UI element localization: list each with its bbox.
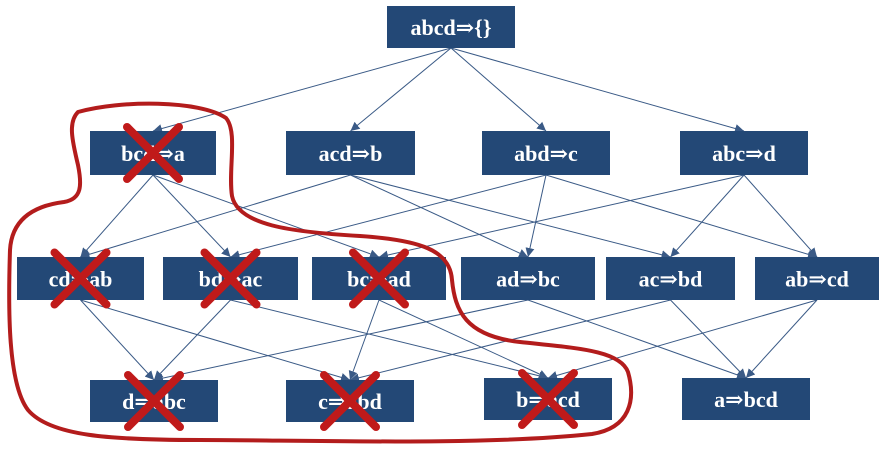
rule-node-n7: bc⇒ad	[312, 257, 446, 300]
edge-n2-n9	[350, 174, 671, 260]
edge-n0-n4	[450, 47, 745, 133]
rule-node-label: abc⇒d	[712, 141, 776, 166]
edge-n10-n13	[547, 299, 818, 380]
crosses-layer	[50, 123, 578, 431]
rule-node-box	[482, 131, 610, 175]
rule-node-n14: a⇒bcd	[682, 378, 810, 420]
edge-n9-n14	[670, 299, 747, 379]
edge-n1-n5	[80, 174, 154, 258]
rule-node-box	[755, 257, 879, 300]
edge-n3-n10	[545, 174, 818, 259]
edge-n4-n9	[670, 174, 745, 258]
rule-node-label: abd⇒c	[514, 141, 578, 166]
edge-n5-n11	[80, 299, 155, 381]
edge-n10-n14	[745, 299, 818, 379]
pruned-cross-mark	[518, 369, 578, 429]
edge-n7-n12	[348, 299, 380, 381]
edge-n8-n11	[153, 299, 529, 383]
edge-n8-n14	[527, 299, 747, 380]
edge-n4-n10	[743, 174, 818, 258]
rule-node-label: ab⇒cd	[785, 267, 849, 292]
pruned-region-outline	[7, 101, 633, 444]
rule-node-label: a⇒bcd	[714, 387, 778, 412]
rule-node-box	[387, 6, 515, 48]
edge-n7-n13	[378, 299, 549, 379]
edge-n1-n6	[152, 174, 231, 258]
rule-node-box	[680, 131, 808, 175]
pruned-cross-mark	[50, 248, 111, 309]
edge-n0-n3	[450, 47, 547, 132]
nodes-layer: abcd⇒{}bcd⇒aacd⇒babd⇒cabc⇒dcd⇒abbd⇒acbc⇒…	[17, 6, 879, 422]
rule-node-label: ad⇒bc	[496, 267, 560, 292]
rule-node-label: ac⇒bd	[639, 267, 703, 292]
rule-node-n10: ab⇒cd	[755, 257, 879, 300]
edge-n1-n7	[152, 174, 380, 259]
rule-node-n4: abc⇒d	[680, 131, 808, 175]
edge-n4-n7	[378, 174, 745, 260]
edge-n0-n1	[152, 47, 452, 133]
pruned-cross-mark	[123, 123, 183, 183]
rule-node-label: acd⇒b	[319, 141, 383, 166]
rule-node-n2: acd⇒b	[286, 131, 415, 175]
edge-n6-n13	[230, 299, 549, 381]
edge-n5-n12	[80, 299, 351, 382]
edges-layer	[80, 47, 818, 383]
rule-node-n3: abd⇒c	[482, 131, 610, 175]
pruned-cross-mark	[320, 371, 380, 431]
rule-node-box	[286, 131, 415, 175]
rule-node-box	[682, 378, 810, 420]
edge-n3-n6	[230, 174, 547, 260]
rule-node-n0: abcd⇒{}	[387, 6, 515, 48]
edge-n2-n5	[80, 174, 351, 259]
rule-node-n8: ad⇒bc	[461, 257, 595, 300]
edge-n2-n8	[350, 174, 529, 258]
pruned-cross-mark	[124, 371, 184, 431]
rule-node-n9: ac⇒bd	[606, 257, 735, 300]
edge-n0-n2	[350, 47, 452, 132]
edge-n3-n8	[525, 174, 547, 258]
rule-node-box	[606, 257, 735, 300]
rule-node-box	[461, 257, 595, 300]
pruned-cross-mark	[349, 248, 409, 309]
pruned-cross-mark	[200, 248, 261, 309]
edge-n6-n11	[153, 299, 231, 381]
rule-node-label: abcd⇒{}	[410, 15, 491, 40]
